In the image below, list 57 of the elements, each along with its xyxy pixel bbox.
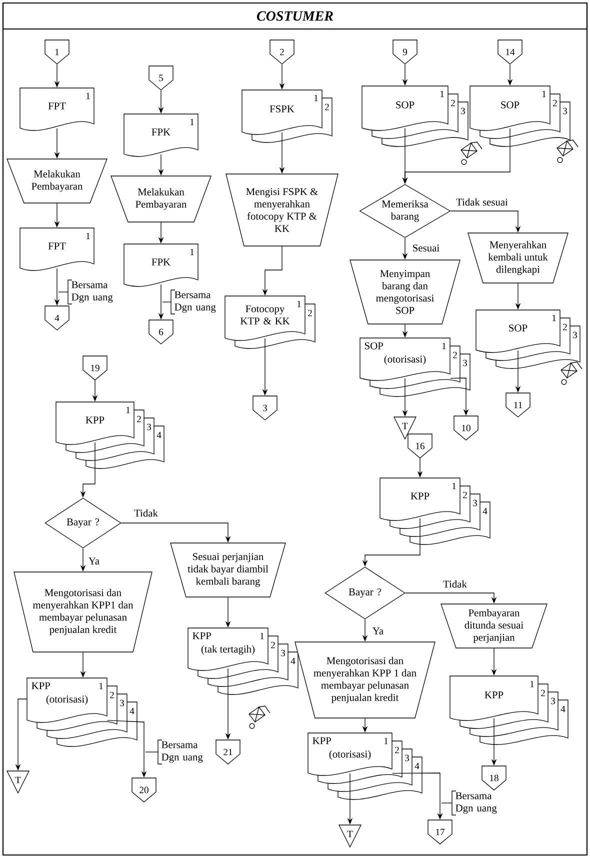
off-page-connector: 5	[148, 66, 174, 90]
manual-operation: Menyimpan barang dan mengotorisasi SOP	[350, 260, 460, 324]
manual-operation: Melakukan Pembayaran	[6, 158, 108, 204]
off-page-connector: 16	[408, 434, 432, 458]
annotation: Bersama Dgn uang	[145, 740, 203, 764]
edge-label: Ya	[87, 556, 101, 566]
node-label: 1	[442, 342, 446, 350]
node-label: KPP	[484, 692, 504, 698]
manual-operation: Melakukan Pembayaran	[110, 176, 212, 222]
node-label: 3	[563, 108, 568, 114]
off-page-connector: 18	[482, 766, 506, 790]
off-page-connector: 1	[44, 40, 70, 64]
off-page-connector: 2	[270, 40, 294, 64]
edge-label: Tidak	[442, 579, 468, 589]
edge-label: Tidak	[132, 508, 160, 518]
off-page-connector: 9	[392, 40, 418, 64]
node-label: 1	[530, 680, 534, 688]
node-label: 2	[271, 642, 275, 648]
node-label: KPP	[410, 492, 430, 500]
edge-label: Sesuai	[411, 243, 441, 253]
node-label: 1	[452, 482, 456, 490]
off-page-connector: 6	[148, 320, 174, 344]
manual-operation: Pembayaran ditunda sesuai perjanjian	[440, 604, 548, 648]
node-label: 4	[290, 658, 296, 664]
node-label: 1	[384, 738, 388, 744]
annotation: Bersama Dgn uang	[441, 790, 497, 816]
edge-label: Tidak sesuai	[454, 197, 510, 207]
off-page-connector: 11	[506, 392, 530, 418]
manual-operation: Mengisi FSPK & menyerahkan fotocopy KTP & KK	[226, 174, 338, 246]
node-label: 3	[120, 700, 124, 706]
off-page-connector: 17	[428, 820, 452, 844]
off-page-connector: 4	[44, 306, 70, 330]
off-page-connector: 20	[132, 778, 156, 802]
off-page-connector: 21	[216, 740, 240, 764]
manual-operation: Sesuai perjanjian tidak bayar diambil kembali barang	[170, 542, 286, 598]
off-page-connector: 19	[82, 356, 108, 380]
off-page-connector: 10	[454, 416, 478, 440]
annotation: Bersama Dgn uang	[58, 280, 113, 304]
node-label: 3	[461, 108, 466, 114]
node-label: 2	[110, 692, 114, 698]
annotation: Bersama Dgn uang	[162, 290, 216, 314]
node-label: 2	[395, 746, 399, 754]
node-label: 4	[130, 708, 134, 714]
manual-operation: Menyerahkan kembali untuk dilengkapi	[468, 232, 568, 284]
lane-header: COSTUMER	[2, 2, 588, 30]
edge-label: Ya	[371, 626, 385, 636]
node-label: 2	[463, 492, 467, 498]
node-label: 3	[281, 650, 286, 656]
node-label: 1	[552, 314, 556, 322]
off-page-connector: 14	[498, 40, 522, 64]
node-label: 1	[126, 406, 130, 414]
manual-operation: Mengotorisasi dan menyerahkan KPP1 dan membayar pelunasan penjualan kredit	[14, 572, 152, 652]
node-label: 4	[156, 432, 162, 438]
node-label: SOP	[365, 342, 383, 350]
off-page-connector: 3	[252, 396, 278, 420]
node-label: 2	[541, 690, 545, 696]
node-label: KPP	[312, 737, 331, 744]
